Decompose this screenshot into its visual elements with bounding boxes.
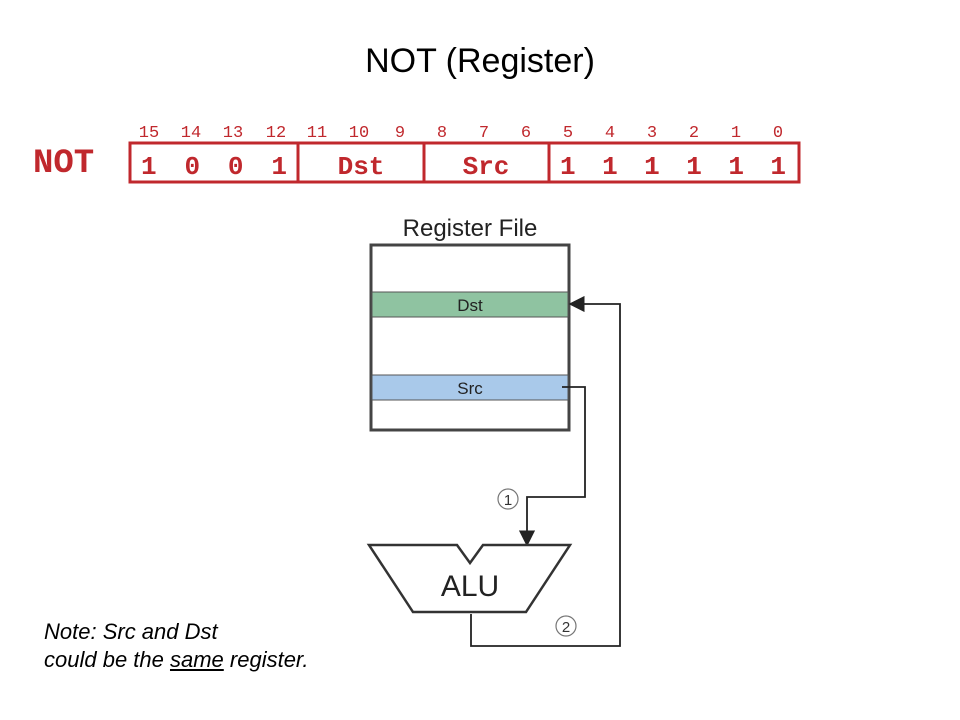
register-file: Register File Dst Src <box>369 215 571 432</box>
alu: ALU <box>366 543 573 614</box>
src-register <box>371 374 569 401</box>
bit-number: 11 <box>307 124 327 143</box>
bit-number: 0 <box>773 124 783 143</box>
instruction-format: NOT 15 14 13 12 11 10 9 8 7 6 5 4 3 2 1 … <box>33 124 801 184</box>
bit-number-row: 15 14 13 12 11 10 9 8 7 6 5 4 3 2 1 0 <box>139 124 783 143</box>
src-to-alu-wire <box>518 386 586 547</box>
bit-number: 10 <box>349 124 369 143</box>
src-register-label: Src <box>457 379 483 398</box>
bit-number: 8 <box>437 124 447 143</box>
dst-register-label: Dst <box>457 296 483 315</box>
note-text: Note: Src and Dst could be the same regi… <box>44 618 309 674</box>
page-title: NOT (Register) <box>365 42 595 80</box>
bit-number: 9 <box>395 124 405 143</box>
step-2-marker: 2 <box>555 615 577 637</box>
bit-number: 15 <box>139 124 159 143</box>
tail-field: 1 1 1 1 1 1 <box>560 152 786 182</box>
bit-number: 12 <box>266 124 286 143</box>
bit-number: 6 <box>521 124 531 143</box>
instruction-mnemonic: NOT <box>33 145 94 183</box>
wires <box>470 295 621 647</box>
alu-to-dst-wire <box>470 295 621 647</box>
note-emphasis: same <box>169 647 224 672</box>
opcode-field: 1 0 0 1 <box>141 152 287 182</box>
step-1-label: 1 <box>504 492 512 509</box>
alu-label: ALU <box>441 570 499 603</box>
dst-register <box>371 291 569 318</box>
bit-number: 4 <box>605 124 615 143</box>
bit-number: 13 <box>223 124 243 143</box>
register-file-box <box>369 243 571 432</box>
bit-number: 2 <box>689 124 699 143</box>
note-line-2-start: could be the <box>44 647 170 672</box>
bit-number: 5 <box>563 124 573 143</box>
step-1-marker: 1 <box>497 488 519 510</box>
bit-number: 1 <box>731 124 741 143</box>
bit-number: 3 <box>647 124 657 143</box>
bit-number: 7 <box>479 124 489 143</box>
instruction-box <box>128 141 801 184</box>
note-line-2-end: register. <box>223 647 309 672</box>
bit-number: 14 <box>181 124 201 143</box>
step-2-label: 2 <box>562 619 570 636</box>
alu-shape <box>366 543 573 614</box>
register-file-title: Register File <box>403 215 538 242</box>
dst-field: Dst <box>338 152 385 182</box>
src-field: Src <box>463 152 510 182</box>
note-line-1: Note: Src and Dst <box>44 619 218 644</box>
